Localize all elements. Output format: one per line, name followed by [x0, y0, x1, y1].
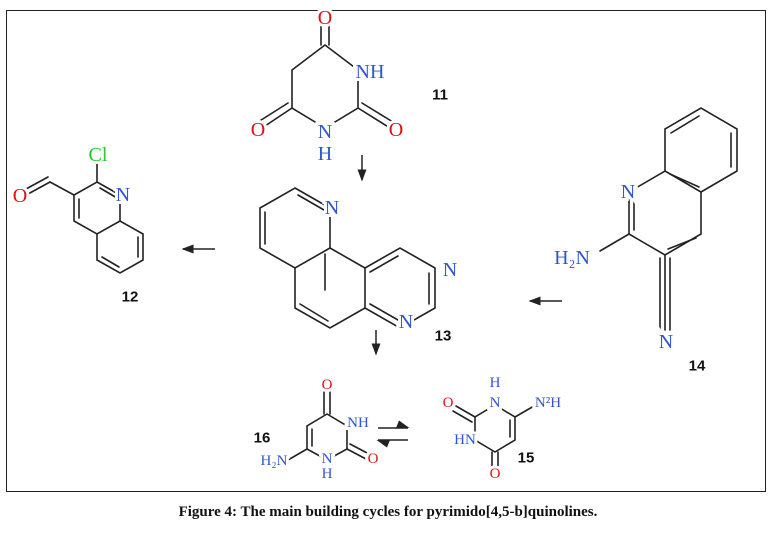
atom-oxygen: O — [322, 377, 333, 393]
atom-oxygen: O — [251, 119, 265, 141]
atom-nh: HN — [454, 432, 476, 448]
atom-nitrogen: N — [318, 121, 332, 143]
atom-chlorine: Cl — [89, 144, 108, 166]
compound-label-12: 12 — [122, 289, 139, 306]
atom-hydrogen: H — [322, 466, 333, 482]
atom-oxygen: O — [13, 185, 27, 207]
atom-oxygen: O — [318, 7, 332, 29]
atom-amino: H₂N — [261, 453, 288, 469]
molecule-12: Cl N O 12 — [10, 141, 144, 306]
atom-hydrogen: H — [490, 375, 501, 391]
atom-oxygen: O — [443, 395, 454, 411]
atom-nitrogen: N — [322, 451, 333, 467]
atom-oxygen: O — [368, 451, 379, 467]
atom-hydrogen: H — [318, 143, 332, 165]
compound-label-15: 15 — [518, 450, 535, 467]
atom-nh: NH — [347, 415, 369, 431]
atom-amino: N²H — [535, 395, 561, 411]
molecule-14: N H₂N N 14 — [551, 107, 738, 375]
atom-nh: NH — [356, 61, 385, 83]
atom-nitrogen: N — [490, 395, 501, 411]
compound-label-13: 13 — [435, 328, 452, 345]
compound-label-14: 14 — [689, 358, 706, 375]
atom-nitrogen: N — [443, 259, 457, 281]
atom-nitrogen: N — [659, 331, 673, 353]
atom-nitrogen: N — [621, 181, 635, 203]
atom-nitrogen: N — [399, 311, 413, 333]
figure-caption: Figure 4: The main building cycles for p… — [178, 504, 598, 520]
compound-label-11: 11 — [432, 87, 448, 104]
atom-nitrogen: N — [116, 184, 130, 206]
molecule-13: N N N 13 — [259, 187, 460, 345]
atom-oxygen: O — [389, 119, 403, 141]
atom-amino: H₂N — [554, 247, 590, 269]
figure-frame — [6, 10, 766, 492]
molecule-11: O NH O N H O 11 — [248, 4, 448, 168]
compound-label-16: 16 — [254, 430, 271, 447]
molecule-15: H N N²H O HN O 15 — [440, 372, 565, 485]
molecule-16: O NH O N H H₂N 16 — [254, 374, 382, 485]
atom-oxygen: O — [490, 466, 501, 482]
atom-nitrogen: N — [325, 197, 339, 219]
